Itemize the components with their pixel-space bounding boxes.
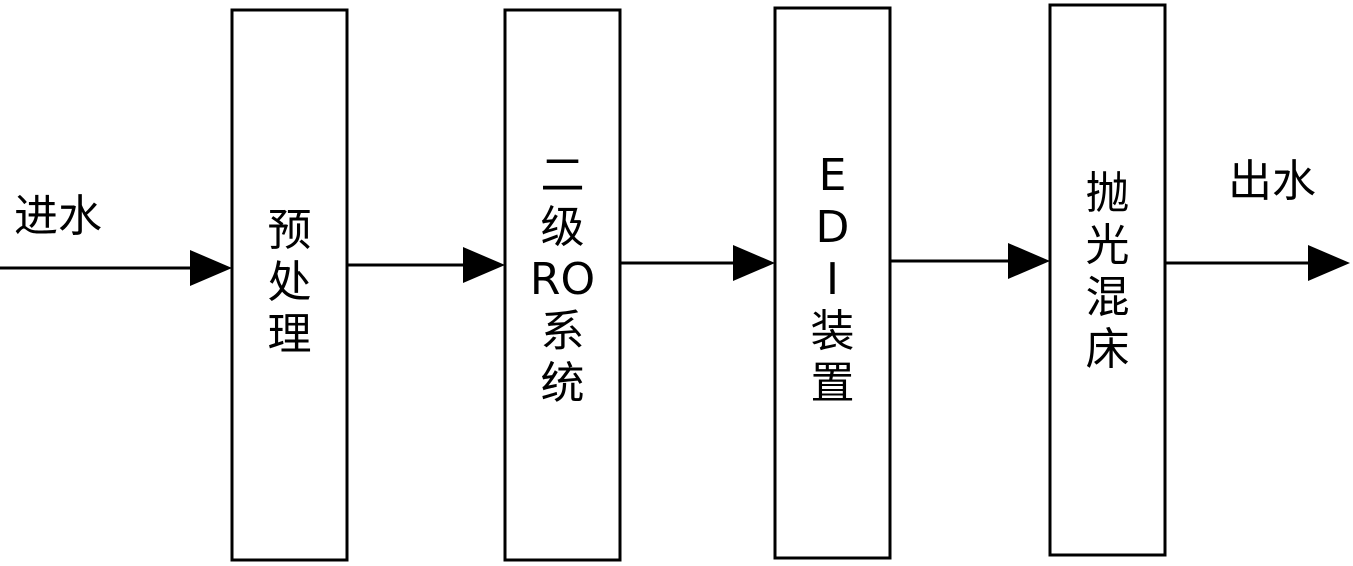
stage-label-edi-device: E D I 装 置 [775, 150, 890, 410]
outlet-label: 出水 [1228, 156, 1316, 207]
stage-char: 置 [810, 358, 855, 409]
stage-char: E [818, 150, 847, 201]
stage-char: D [815, 202, 850, 253]
stage-char: 处 [267, 257, 312, 308]
arrowhead-icon [190, 250, 232, 286]
stage-char: 床 [1085, 324, 1130, 375]
stage-label-polishing-mixed-bed: 抛 光 混 床 [1050, 168, 1165, 376]
stage-char: 预 [267, 205, 312, 256]
stage-box-two-stage-ro [503, 8, 622, 562]
stage-char: I [826, 254, 839, 305]
stage-char: 混 [1085, 272, 1130, 323]
stage-char: 系 [540, 306, 585, 357]
stage-char: 抛 [1085, 168, 1130, 219]
stage-char: 光 [1085, 220, 1130, 271]
stage-char: RO [529, 254, 596, 305]
arrowhead-icon [733, 245, 775, 281]
stage-char: 级 [540, 202, 585, 253]
stage-box-polishing-mixed-bed [1048, 3, 1167, 557]
stage-char: 统 [540, 358, 585, 409]
stage-char: 二 [540, 150, 585, 201]
stage-char: 装 [810, 306, 855, 357]
arrowhead-icon [1008, 243, 1050, 279]
stage-box-edi-device [773, 6, 892, 560]
inlet-label: 进水 [14, 191, 102, 242]
stage-box-pretreatment [230, 8, 349, 562]
arrowhead-icon [463, 247, 505, 283]
stage-label-two-stage-ro: 二 级 RO 系 统 [505, 150, 620, 410]
stage-char: 理 [267, 309, 312, 360]
stage-label-pretreatment: 预 处 理 [232, 205, 347, 361]
arrowhead-icon [1308, 245, 1350, 281]
